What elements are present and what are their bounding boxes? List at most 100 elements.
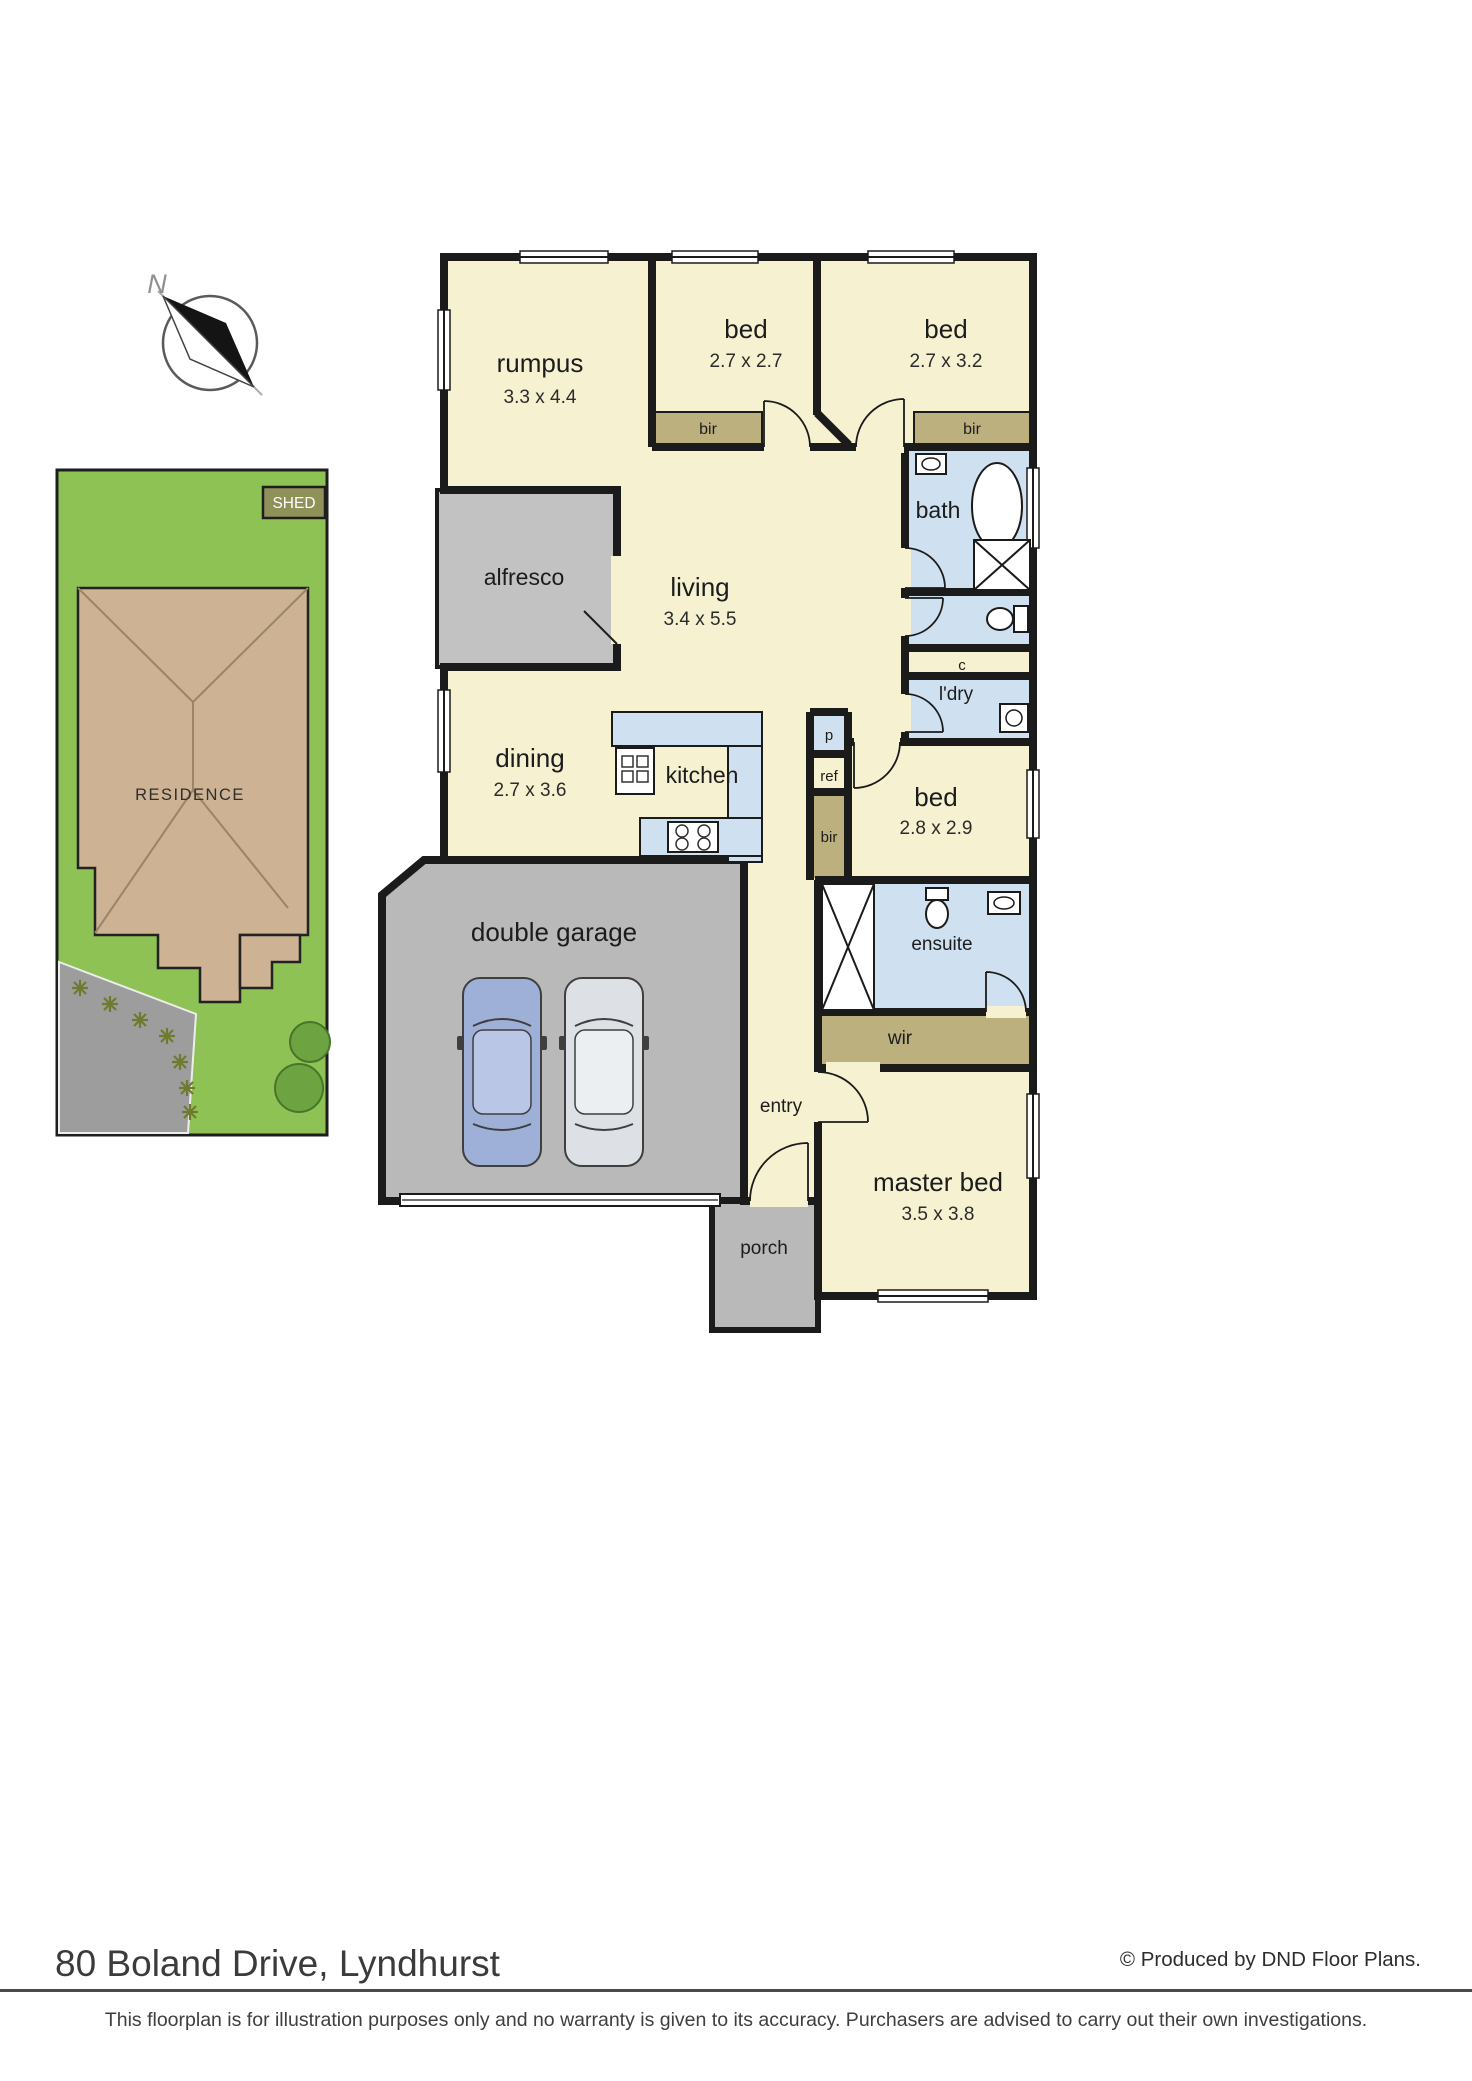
room-labels: rumpus 3.3 x 4.4 bed 2.7 x 2.7 bed 2.7 x… <box>471 314 1003 1259</box>
room-garage <box>378 856 748 1205</box>
label-entry: entry <box>760 1096 803 1117</box>
residence-step-wing <box>238 933 302 990</box>
shower-icon <box>973 539 1031 591</box>
plant-icon <box>177 1078 197 1098</box>
cooktop-icon <box>667 821 719 853</box>
shower-icon <box>821 883 875 1011</box>
north-label: N <box>147 269 167 299</box>
residence-label: RESIDENCE <box>135 786 245 804</box>
plant-icon <box>157 1026 177 1046</box>
door-opening <box>812 1072 824 1122</box>
window-mullions <box>443 256 1034 1297</box>
compass-ring <box>161 294 259 392</box>
label-bed-4: bed <box>914 782 957 812</box>
oven-icon <box>615 747 655 795</box>
room-bir-3 <box>812 796 846 878</box>
laundry-trough-icon <box>999 703 1029 733</box>
door-arc <box>904 693 944 733</box>
tree-icon <box>289 1021 331 1063</box>
car-icon <box>457 977 547 1167</box>
door-arc <box>817 1071 869 1123</box>
kitchen-counters <box>611 711 763 863</box>
disclaimer-text: This floorplan is for illustration purpo… <box>105 2009 1367 2031</box>
compass: N <box>147 269 263 396</box>
plant-icon <box>70 978 90 998</box>
door-swings <box>583 398 1027 1202</box>
label-laundry: l'dry <box>939 684 974 705</box>
label-rumpus: rumpus <box>497 348 584 378</box>
label-bir-1: bir <box>699 421 717 438</box>
dims-bed-3: 2.7 x 3.2 <box>910 351 983 372</box>
label-bir-3: bir <box>821 829 838 846</box>
shed-label: SHED <box>272 495 315 512</box>
site-plan: SHED RESIDENCE <box>55 468 331 1137</box>
door-opening <box>856 441 904 453</box>
door-arc <box>853 741 901 789</box>
label-kitchen: kitchen <box>666 762 739 788</box>
dims-living: 3.4 x 5.5 <box>664 609 737 630</box>
credit-line: © Produced by DND Floor Plans. <box>1120 1948 1421 1971</box>
dims-dining: 2.7 x 3.6 <box>494 780 567 801</box>
label-bed-3: bed <box>924 314 967 344</box>
dims-bed-4: 2.8 x 2.9 <box>900 818 973 839</box>
toilet-icon <box>925 887 949 929</box>
door-openings <box>611 441 1026 1207</box>
door-opening <box>899 694 911 732</box>
label-porch: porch <box>740 1238 788 1259</box>
room-porch <box>709 1198 821 1333</box>
label-dining: dining <box>495 743 564 773</box>
kitchen-bench <box>611 711 763 747</box>
garage-door <box>399 1193 721 1207</box>
label-garage: double garage <box>471 917 637 947</box>
door-opening <box>750 1195 808 1207</box>
dims-master-bed: 3.5 x 3.8 <box>902 1204 975 1225</box>
shed <box>261 485 327 520</box>
label-cupboard: c <box>958 657 966 674</box>
windows <box>437 250 1040 1303</box>
door-arc <box>855 398 905 448</box>
plant-icon <box>180 1102 200 1122</box>
car-icon <box>559 977 649 1167</box>
door-arc <box>749 1142 809 1202</box>
sink-icon <box>915 453 947 475</box>
roof-ridge-lines <box>77 587 309 934</box>
door-opening <box>986 1006 1026 1018</box>
plant-icon <box>100 994 120 1014</box>
room-wir <box>818 1012 1033 1068</box>
door-arc <box>904 597 944 637</box>
dims-bed-2: 2.7 x 2.7 <box>710 351 783 372</box>
door-opening <box>899 548 911 588</box>
footer-divider <box>0 1989 1472 1992</box>
door-arc <box>904 547 946 589</box>
plant-icon <box>170 1052 190 1072</box>
sliding-door-line <box>583 610 618 645</box>
label-ensuite: ensuite <box>911 934 972 955</box>
door-opening <box>764 441 810 453</box>
door-opening <box>854 736 900 748</box>
door-opening <box>826 1062 880 1074</box>
north-arrow-light <box>162 295 255 388</box>
address-title: 80 Boland Drive, Lyndhurst <box>55 1943 501 1984</box>
label-living: living <box>670 572 729 602</box>
room-bir-2 <box>913 411 1034 446</box>
fixtures <box>821 453 1031 1011</box>
label-alfresco: alfresco <box>484 564 565 590</box>
driveway <box>58 960 198 1134</box>
floor-plan: rumpus 3.3 x 4.4 bed 2.7 x 2.7 bed 2.7 x… <box>378 250 1040 1333</box>
label-fridge: ref <box>820 768 838 785</box>
label-wir: wir <box>887 1028 913 1049</box>
tree-icon <box>274 1063 324 1113</box>
door-opening <box>899 598 911 636</box>
footer: 80 Boland Drive, Lyndhurst © Produced by… <box>0 1943 1472 2031</box>
door-opening <box>611 556 623 644</box>
dims-rumpus: 3.3 x 4.4 <box>504 387 577 408</box>
bathtub-icon <box>971 462 1023 550</box>
label-master-bed: master bed <box>873 1167 1003 1197</box>
label-bir-2: bir <box>963 421 981 438</box>
label-pantry: p <box>825 727 833 744</box>
interior-walls <box>648 257 1033 1201</box>
room-pantry <box>812 716 846 752</box>
label-bath: bath <box>916 497 961 523</box>
door-arc <box>985 971 1027 1013</box>
